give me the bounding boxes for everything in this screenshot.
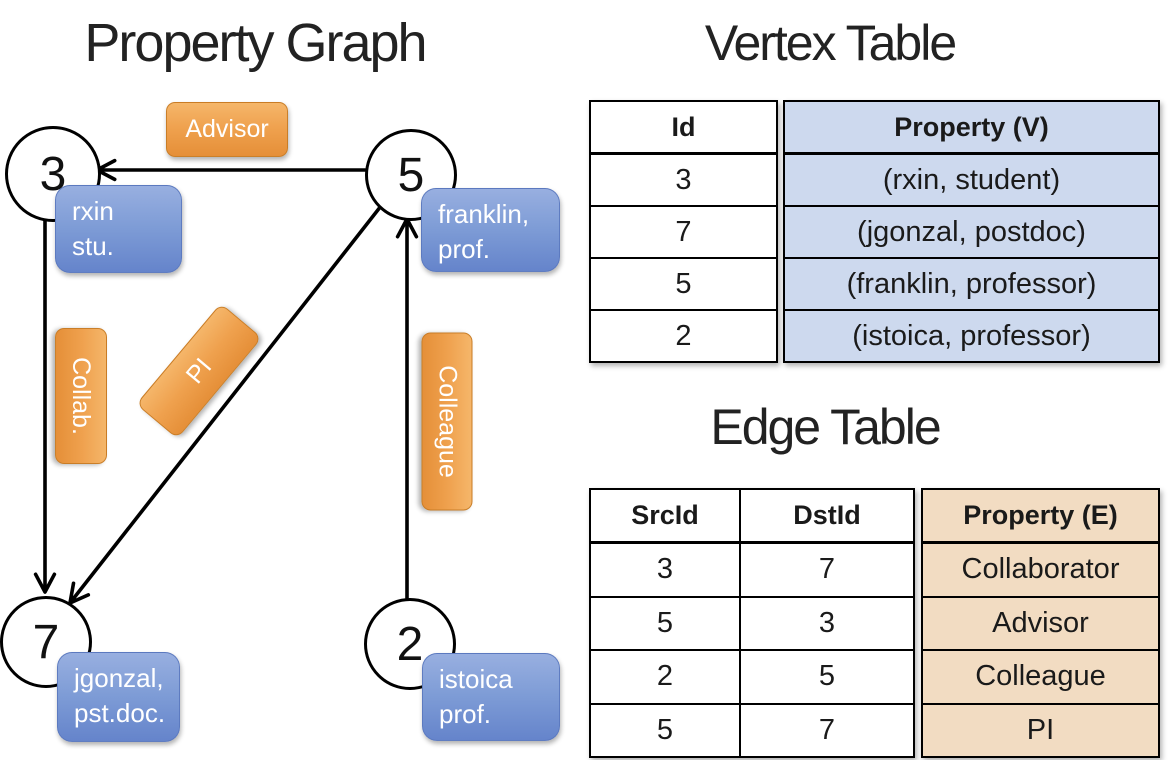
property-line: istoica [439, 664, 513, 694]
table-cell: (franklin, professor) [785, 259, 1158, 311]
table-cell: 2 [675, 319, 692, 352]
table-cell: (jgonzal, postdoc) [785, 207, 1158, 259]
property-line: pst.doc. [74, 698, 166, 729]
table-cell: 5 [591, 598, 739, 651]
table-cell: 7 [591, 207, 776, 259]
vertex-property-box-5: franklin, prof. [421, 188, 560, 272]
edge-table-srcid-column: SrcId 3 5 2 5 [591, 490, 741, 756]
edge-table-id-columns: SrcId 3 5 2 5 DstId 7 3 5 7 [589, 488, 915, 758]
edge-table-property-column: Property (E) Collaborator Advisor Collea… [921, 488, 1160, 758]
edge-table-dstid-column: DstId 7 3 5 7 [741, 490, 913, 756]
edge-label-colleague: Colleague [421, 332, 473, 511]
table-cell: 5 [591, 259, 776, 311]
property-line: jgonzal, [74, 663, 164, 693]
table-cell: 5 [656, 713, 674, 746]
vertex-property-box-3: rxin stu. [55, 185, 182, 273]
vertex-property-box-2: istoica prof. [422, 653, 560, 741]
vertex-table-title: Vertex Table [704, 15, 957, 71]
edge-2-to-5-arrow [395, 217, 419, 600]
table-cell: 2 [591, 651, 739, 705]
edge-5-to-3-arrow [95, 158, 367, 182]
vertex-table-id-column: Id 3 7 5 2 [589, 100, 778, 363]
table-cell: 7 [818, 713, 836, 746]
edge-label-advisor: Advisor [166, 102, 288, 157]
column-header-id: Id [591, 102, 776, 155]
vertex-id: 5 [397, 148, 425, 202]
graph-title: Property Graph [84, 13, 427, 73]
vertex-id: 2 [396, 617, 424, 671]
edge-3-to-7-arrow [33, 214, 57, 594]
column-header-property-v: Property (V) [785, 102, 1158, 155]
property-line: franklin, [438, 199, 530, 229]
table-cell: 7 [741, 544, 913, 598]
property-line: rxin [72, 196, 114, 226]
table-cell: 3 [591, 544, 739, 598]
vertex-id: 7 [32, 615, 60, 669]
table-cell: (istoica, professor) [852, 319, 1091, 352]
table-cell: (rxin, student) [785, 155, 1158, 207]
column-header-dstid: DstId [741, 490, 913, 544]
column-header-property-e: Property (E) [923, 490, 1158, 544]
vertex-node-2: 2 [364, 598, 456, 690]
vertex-property-box-7: jgonzal, pst.doc. [57, 652, 180, 742]
table-cell: Colleague [923, 651, 1158, 705]
column-header-srcid: SrcId [591, 490, 739, 544]
edge-table-title: Edge Table [710, 399, 941, 455]
property-line: prof. [438, 234, 491, 265]
table-cell: PI [1026, 713, 1055, 746]
edge-label-collab: Collab. [55, 328, 107, 464]
vertex-table-property-column: Property (V) (rxin, student) (jgonzal, p… [783, 100, 1160, 363]
table-cell: 3 [741, 598, 913, 651]
edge-5-to-7-arrow [68, 204, 383, 605]
table-cell: Advisor [923, 598, 1158, 651]
table-cell: Collaborator [923, 544, 1158, 598]
table-cell: 5 [741, 651, 913, 705]
property-line: stu. [72, 231, 114, 262]
table-cell: 3 [591, 155, 776, 207]
property-line: prof. [439, 699, 492, 730]
